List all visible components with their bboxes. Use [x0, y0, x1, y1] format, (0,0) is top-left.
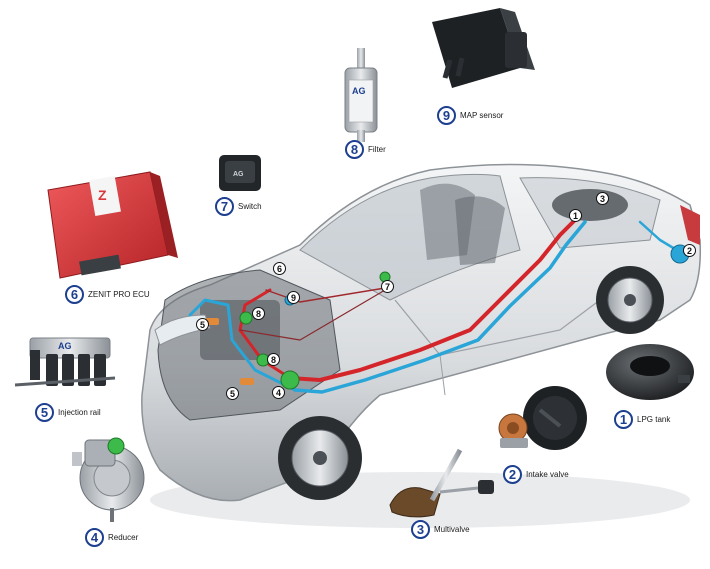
switch-logo: AG	[233, 171, 244, 178]
filter-illustration	[344, 48, 378, 142]
multivalve-illustration	[389, 448, 494, 518]
label-text-map-sensor: MAP sensor	[460, 111, 504, 120]
badge-6: 6	[65, 285, 84, 304]
map-sensor-illustration	[432, 8, 535, 88]
lpg-tank-illustration	[606, 344, 694, 400]
car-marker-6: 6	[273, 262, 286, 275]
label-text-filter: Filter	[368, 145, 386, 154]
badge-2: 2	[503, 465, 522, 484]
label-map-sensor: 9 MAP sensor	[437, 106, 503, 125]
label-switch: 7 Switch	[215, 197, 262, 216]
label-multivalve: 3 Multivalve	[411, 520, 470, 539]
car-marker-5a: 5	[196, 318, 209, 331]
label-injection-rail: 5 Injection rail	[35, 403, 101, 422]
label-text-injection-rail: Injection rail	[58, 408, 101, 417]
car-marker-8a: 8	[252, 307, 265, 320]
filter-logo: AG	[352, 86, 366, 96]
label-text-intake-valve: Intake valve	[526, 470, 569, 479]
car-marker-1: 1	[569, 209, 582, 222]
badge-3: 3	[411, 520, 430, 539]
label-lpg-tank: 1 LPG tank	[614, 410, 670, 429]
label-text-lpg-tank: LPG tank	[637, 415, 671, 424]
label-ecu: 6 ZENIT PRO ECU	[65, 285, 150, 304]
car-marker-4: 4	[272, 386, 285, 399]
intake-valve-illustration	[498, 386, 587, 450]
label-text-switch: Switch	[238, 202, 262, 211]
car-marker-5b: 5	[226, 387, 239, 400]
label-text-reducer: Reducer	[108, 533, 139, 542]
switch-illustration	[219, 155, 261, 191]
ecu-logo: Z	[98, 187, 107, 203]
label-filter: 8 Filter	[345, 140, 386, 159]
badge-4: 4	[85, 528, 104, 547]
car-marker-9: 9	[287, 291, 300, 304]
label-reducer: 4 Reducer	[85, 528, 138, 547]
label-text-ecu: ZENIT PRO ECU	[88, 290, 150, 299]
badge-5: 5	[35, 403, 54, 422]
car-marker-3: 3	[596, 192, 609, 205]
reducer-illustration	[72, 437, 145, 522]
badge-9: 9	[437, 106, 456, 125]
car-illustration	[141, 163, 702, 528]
car-marker-8b: 8	[267, 353, 280, 366]
car-marker-2: 2	[683, 244, 696, 257]
badge-8: 8	[345, 140, 364, 159]
ecu-illustration	[47, 171, 178, 279]
car-marker-7: 7	[381, 280, 394, 293]
badge-7: 7	[215, 197, 234, 216]
injection-rail-illustration	[14, 337, 116, 387]
rail-logo: AG	[58, 341, 72, 351]
label-intake-valve: 2 Intake valve	[503, 465, 569, 484]
badge-1: 1	[614, 410, 633, 429]
label-text-multivalve: Multivalve	[434, 525, 470, 534]
